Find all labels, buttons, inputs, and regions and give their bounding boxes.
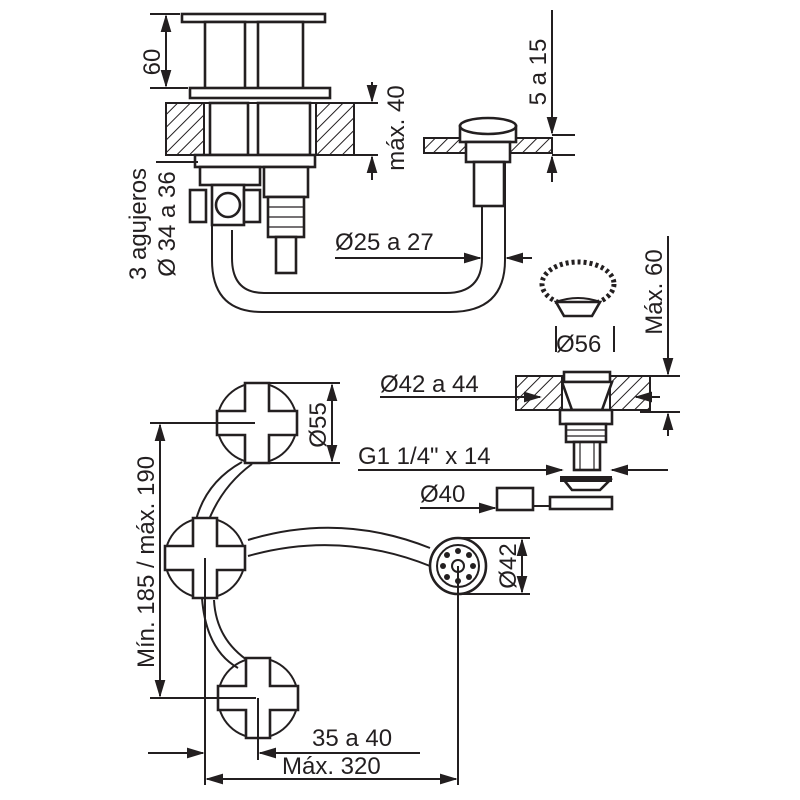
offset-label: 35 a 40 xyxy=(312,725,392,752)
deck-thickness-label: máx. 40 xyxy=(383,85,410,170)
drain-height-label: Máx. 60 xyxy=(641,249,668,334)
pipe-outer xyxy=(211,155,506,313)
holes-diameter-label: Ø 34 a 36 xyxy=(154,171,181,276)
drain-plug xyxy=(539,259,617,318)
handle-height-label: 60 xyxy=(139,49,166,76)
valve-spacing-label: Mín. 185 / máx. 190 xyxy=(133,456,160,668)
pipe-inner xyxy=(231,155,483,294)
overflow-diameter-label: Ø40 xyxy=(420,481,465,508)
drain-thread-label: G1 1/4" x 14 xyxy=(358,443,491,470)
spray-diameter-label: Ø42 xyxy=(495,543,522,588)
plan-view: Ø55 Ø42 Mín. 185 / máx. 190 35 a 40 Máx.… xyxy=(133,381,530,785)
spout-assembly xyxy=(423,116,553,208)
handle-diameter-label: Ø55 xyxy=(305,402,332,447)
drain-hole-label: Ø42 a 44 xyxy=(380,371,479,398)
plug-diameter-label: Ø56 xyxy=(556,331,601,358)
side-view: 60 máx. 40 5 a 15 3 agujeros Ø 34 a 36 Ø… xyxy=(125,10,575,313)
valve-handles xyxy=(180,12,332,100)
valve-bodies xyxy=(188,101,317,275)
holes-count-label: 3 agujeros xyxy=(125,168,152,280)
total-width-label: Máx. 320 xyxy=(282,753,381,780)
pipe-diameter-label: Ø25 a 27 xyxy=(335,229,434,256)
drain-assembly: Ø56 Máx. 60 Ø42 a 44 G1 1/4" x 14 xyxy=(358,236,680,514)
spout-deck-label: 5 a 15 xyxy=(525,39,552,106)
